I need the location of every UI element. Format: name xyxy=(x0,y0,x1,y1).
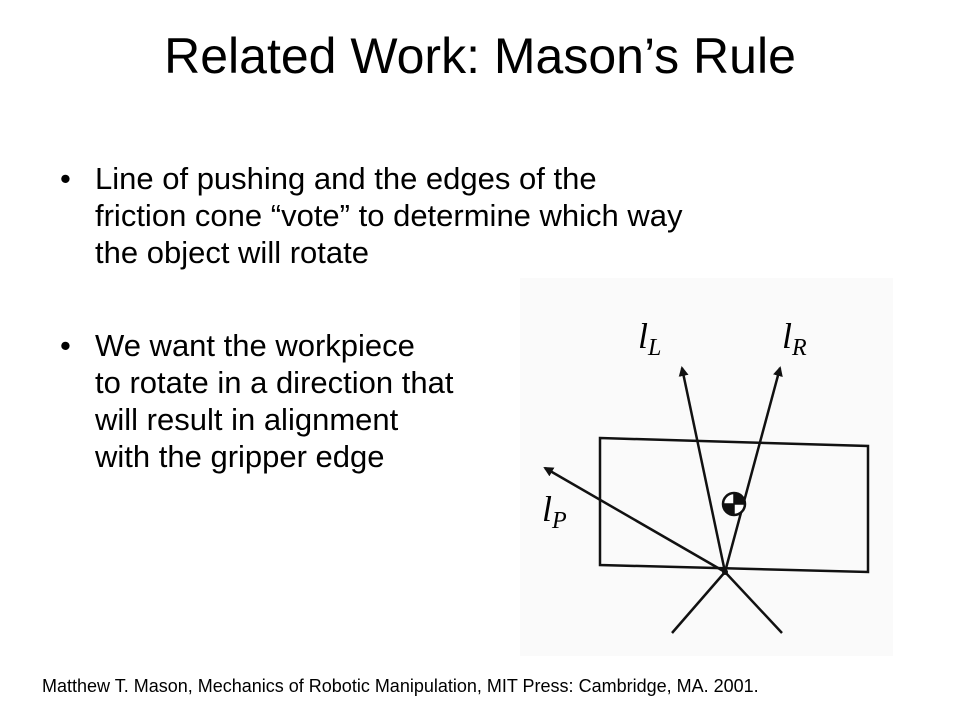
bullet-2-line-3: will result in alignment xyxy=(95,402,399,437)
center-of-mass-icon xyxy=(721,491,747,517)
bullet-1-line-1: Line of pushing and the edges of the xyxy=(95,161,597,196)
bullet-1-line-3: the object will rotate xyxy=(95,235,369,270)
bullet-2-line-4: with the gripper edge xyxy=(95,439,385,474)
bullet-1-text: Line of pushing and the edges of the fri… xyxy=(95,160,683,271)
label-push-line-base: l xyxy=(542,489,552,529)
bullet-dot: • xyxy=(60,161,71,196)
label-left-edge-sub: L xyxy=(647,335,661,361)
mason-rule-figure: lL lR lP xyxy=(520,278,893,656)
contact-point xyxy=(722,569,728,575)
bullet-2-line-2: to rotate in a direction that xyxy=(95,365,454,400)
bullet-dot: • xyxy=(60,328,71,363)
label-right-edge: lR xyxy=(782,316,807,361)
friction-cone-diagram: lL lR lP xyxy=(542,316,870,634)
label-left-edge: lL xyxy=(638,316,661,361)
label-left-edge-base: l xyxy=(638,316,648,356)
push-line xyxy=(543,466,726,574)
friction-cone-right-extension xyxy=(724,571,783,634)
label-right-edge-base: l xyxy=(782,316,792,356)
label-push-line: lP xyxy=(542,489,567,534)
slide-title: Related Work: Mason’s Rule xyxy=(164,28,796,84)
friction-cone-left-extension xyxy=(671,571,726,634)
bullet-2-text: We want the workpiece to rotate in a dir… xyxy=(95,327,453,475)
workpiece-rectangle xyxy=(598,436,870,574)
friction-cone-right-edge xyxy=(723,366,783,573)
friction-cone-left-edge xyxy=(678,366,727,573)
bullet-1-line-2: friction cone “vote” to determine which … xyxy=(95,198,683,233)
label-push-line-sub: P xyxy=(551,508,567,534)
citation: Matthew T. Mason, Mechanics of Robotic M… xyxy=(42,676,759,696)
bullet-2-line-1: We want the workpiece xyxy=(95,328,415,363)
label-right-edge-sub: R xyxy=(791,335,807,361)
